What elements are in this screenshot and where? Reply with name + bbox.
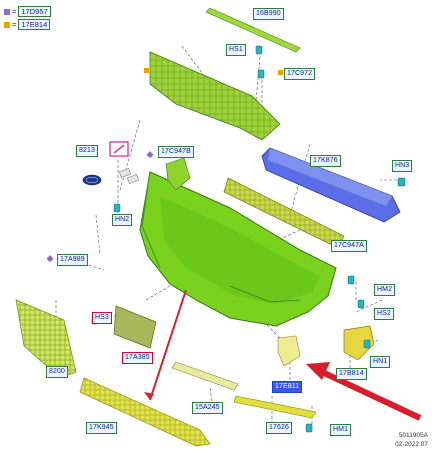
legend-swatch	[4, 8, 10, 15]
part-label: 17C947A	[331, 240, 367, 252]
legend-eq: =	[12, 20, 17, 29]
part-label: 15A245	[192, 402, 223, 414]
chrome-strip-part	[233, 395, 317, 419]
part-label: 17626	[266, 422, 292, 434]
part-label: HN3	[392, 160, 413, 172]
diagram-code: 5011905A	[398, 432, 428, 439]
part-label: HS1	[226, 44, 246, 56]
side-bracket-part	[165, 157, 191, 191]
part-label: 8213	[76, 145, 98, 157]
part-label: 17A989	[57, 254, 88, 266]
legend-row: = 17E814	[4, 19, 51, 30]
part-label: 17B814	[336, 368, 367, 380]
legend-code: 17E814	[18, 19, 51, 30]
part-label: 17C947B	[158, 146, 194, 158]
legend-row: = 17D957	[4, 6, 51, 17]
side-bracket-yellow-part	[343, 325, 375, 361]
legend-eq: =	[12, 7, 17, 16]
part-label: 17A385	[122, 352, 153, 364]
part-label: HN2	[112, 214, 133, 226]
part-label: HN1	[370, 356, 391, 368]
diagram-date: 02-2022 07	[395, 441, 428, 448]
part-label: HM2	[374, 284, 396, 296]
ford-oval-icon	[82, 174, 102, 186]
small-bracket-part	[277, 335, 301, 367]
part-label-selected: 17E811	[272, 381, 303, 393]
upper-strip-part	[205, 7, 301, 53]
legend-swatch	[4, 21, 10, 28]
trim-strip-part	[171, 361, 239, 391]
part-label: 17K945	[86, 422, 117, 434]
part-label: 17K876	[310, 155, 341, 167]
part-label: HS2	[374, 308, 394, 320]
part-label: 17C972	[284, 68, 316, 80]
part-label: HM1	[330, 424, 352, 436]
plate-bracket-part	[113, 305, 157, 349]
legend-code: 17D957	[18, 6, 51, 17]
part-label: HS3	[92, 312, 112, 324]
part-label: 16B990	[253, 8, 284, 20]
part-label: 8200	[46, 366, 68, 378]
